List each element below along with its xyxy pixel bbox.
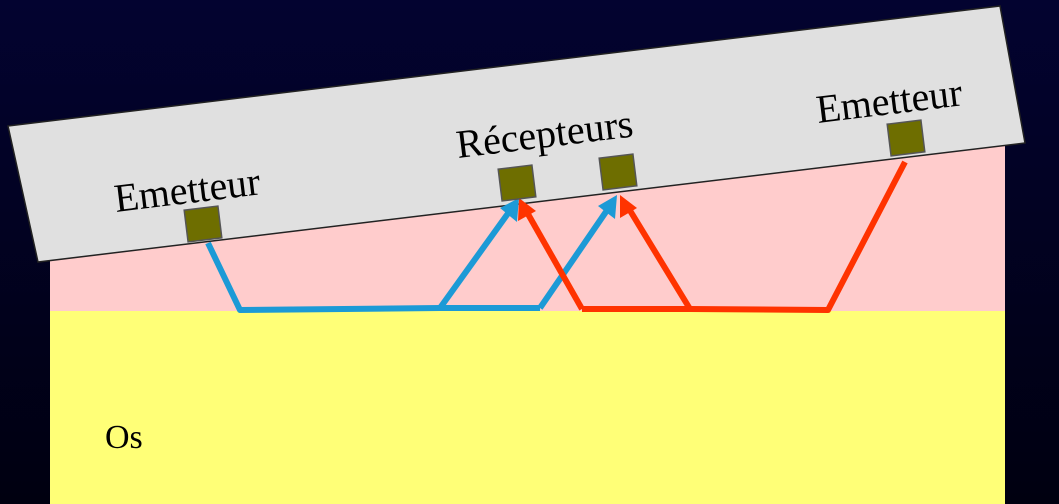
blue-arrowhead-1 <box>500 198 519 222</box>
blue-arrow-receiver-2 <box>537 201 615 310</box>
bone-label: Os <box>105 419 143 456</box>
receiver-2-transducer <box>598 153 638 191</box>
emitter-right-transducer <box>886 119 926 157</box>
bone-layer <box>50 311 1005 504</box>
red-arrow-receiver-2 <box>623 202 693 311</box>
receiver-1-transducer <box>497 164 537 202</box>
emitter-left-transducer <box>183 205 223 243</box>
red-arrowhead-1 <box>518 198 536 221</box>
probe-body <box>7 5 1026 263</box>
blue-arrowhead-2 <box>598 195 617 219</box>
red-arrowhead-2 <box>620 195 637 218</box>
red-arrow-receiver-1 <box>521 205 585 311</box>
blue-path-bottom <box>205 241 540 313</box>
red-path-bottom <box>582 160 908 313</box>
blue-arrow-receiver-1 <box>437 203 517 310</box>
